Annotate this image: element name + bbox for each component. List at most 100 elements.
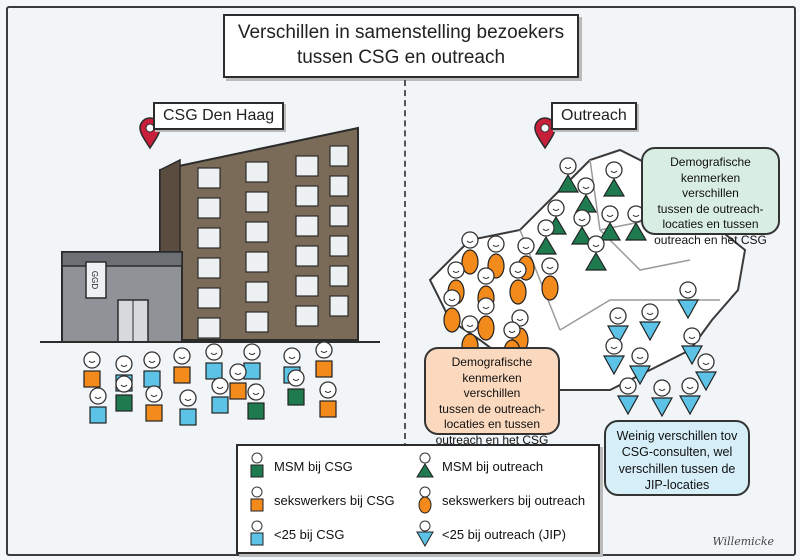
building-window	[295, 245, 319, 267]
triangle-figure	[574, 177, 598, 213]
oval-figure	[487, 235, 505, 279]
callout-line: Weinig verschillen tov	[616, 429, 738, 443]
oval-figure	[477, 297, 495, 341]
legend-item-msm-csg: MSM bij CSG	[246, 452, 353, 480]
triangle-figure-icon	[416, 452, 434, 478]
callout-line: JIP-locaties	[644, 477, 710, 492]
callout-line: outreach en het CSG	[435, 432, 549, 447]
diagram-title: Verschillen in samenstelling bezoekers t…	[223, 14, 579, 78]
building-window	[295, 215, 319, 237]
square-figure	[205, 343, 223, 380]
building-window	[245, 311, 269, 333]
outreach-label-text: Outreach	[561, 107, 627, 124]
square-figure	[145, 385, 163, 422]
building-window	[197, 167, 221, 189]
building-window	[329, 265, 349, 287]
square-figure	[179, 389, 197, 426]
legend-label: <25 bij outreach (JIP)	[442, 526, 566, 542]
inv-triangle-figure	[628, 347, 652, 386]
triangle-figure	[570, 209, 594, 245]
panel-divider	[404, 80, 406, 550]
square-figure	[143, 351, 161, 388]
building-window	[197, 287, 221, 309]
ggd-sign	[85, 261, 107, 299]
building-window	[245, 251, 269, 273]
building-window	[329, 295, 349, 317]
legend-item-sekswerkers-outreach: sekswerkers bij outreach	[414, 486, 585, 514]
legend-item-jongeren-outreach: <25 bij outreach (JIP)	[414, 520, 566, 548]
callout-sekswerkers-outreach: Demografische kenmerken verschillen tuss…	[424, 347, 560, 447]
square-figure	[319, 381, 337, 418]
square-figure-icon	[250, 486, 264, 512]
callout-line: locaties en tussen	[443, 417, 541, 432]
square-figure-icon	[250, 452, 264, 478]
triangle-figure	[534, 219, 558, 255]
building-window	[295, 155, 319, 177]
legend: MSM bij CSG MSM bij outreach sekswerkers…	[236, 444, 600, 554]
triangle-figure	[584, 235, 608, 271]
callout-line: tussen de outreach-	[438, 401, 546, 416]
inv-triangle-figure	[680, 327, 704, 366]
building-window	[245, 281, 269, 303]
inv-triangle-figure	[678, 377, 702, 416]
title-line-1: Verschillen in samenstelling bezoekers	[237, 22, 565, 44]
building-window	[295, 275, 319, 297]
callout-line: outreach en het CSG	[654, 232, 767, 247]
building-window	[329, 175, 349, 197]
square-figure	[243, 343, 261, 380]
inv-triangle-figure	[602, 337, 626, 376]
building-window	[197, 227, 221, 249]
triangle-figure	[602, 161, 626, 197]
legend-label: sekswerkers bij CSG	[274, 492, 395, 508]
triangle-figure	[624, 205, 648, 241]
building-window	[245, 191, 269, 213]
oval-figure	[509, 261, 527, 305]
legend-item-msm-outreach: MSM bij outreach	[414, 452, 543, 480]
csg-label: CSG Den Haag	[153, 102, 285, 130]
building-window	[245, 221, 269, 243]
ggd-sign-text: GGD	[90, 271, 99, 289]
inv-triangle-figure	[616, 377, 640, 416]
square-figure	[83, 351, 101, 388]
callout-line: kenmerken verschillen	[462, 370, 522, 401]
pin-icon	[534, 117, 556, 150]
square-figure-icon	[250, 520, 264, 546]
inv-triangle-figure	[694, 353, 718, 392]
building-windows	[197, 145, 349, 339]
callout-line: tussen de outreach-	[657, 201, 764, 216]
building-window	[295, 305, 319, 327]
square-figure	[247, 383, 265, 420]
building-window	[197, 317, 221, 339]
square-figure	[173, 347, 191, 384]
building-window	[329, 145, 349, 167]
square-figure	[287, 369, 305, 406]
callout-msm-outreach: Demografische kenmerken verschillen tuss…	[641, 147, 780, 247]
csg-label-text: CSG Den Haag	[163, 107, 275, 124]
legend-item-jongeren-csg: <25 bij CSG	[246, 520, 344, 548]
callout-line: CSG-consulten, wel	[621, 445, 733, 460]
inv-triangle-figure	[650, 379, 674, 418]
square-figure	[211, 377, 229, 414]
legend-item-sekswerkers-csg: sekswerkers bij CSG	[246, 486, 395, 514]
legend-label: sekswerkers bij outreach	[442, 492, 586, 508]
oval-figure	[541, 257, 559, 301]
inv-triangle-figure	[638, 303, 662, 342]
legend-label: <25 bij CSG	[274, 526, 345, 542]
building-window	[295, 185, 319, 207]
building-window	[197, 197, 221, 219]
callout-line: kenmerken verschillen	[680, 170, 741, 201]
building-window	[245, 161, 269, 183]
building-window	[329, 205, 349, 227]
legend-label: MSM bij CSG	[274, 458, 353, 474]
square-figure	[89, 387, 107, 424]
oval-figure	[461, 231, 479, 275]
triangle-figure	[556, 157, 580, 193]
oval-figure-icon	[418, 486, 432, 514]
square-figure	[229, 363, 247, 400]
title-line-2: tussen CSG en outreach	[296, 47, 506, 68]
callout-line: Demografische	[451, 355, 533, 369]
legend-label: MSM bij outreach	[442, 458, 544, 474]
square-figure	[315, 341, 333, 378]
